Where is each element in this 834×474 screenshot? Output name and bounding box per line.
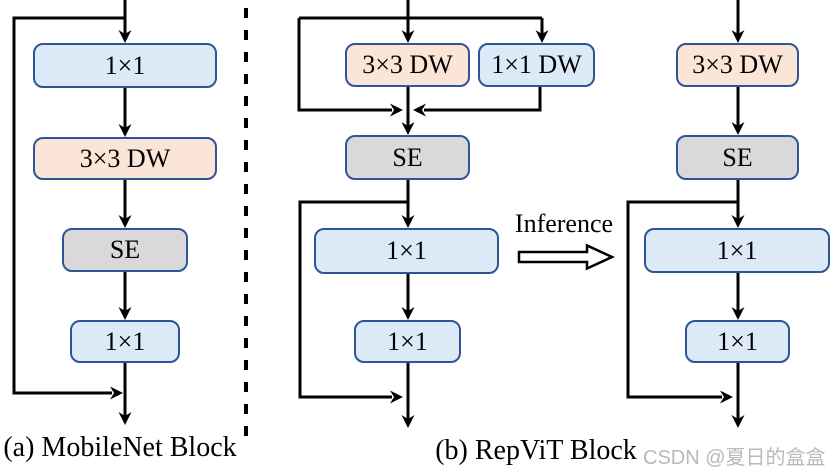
repvit-infer-flow-arrows bbox=[626, 0, 745, 428]
inference-label: Inference bbox=[514, 209, 614, 238]
caption-mobilenet-block: (a) MobileNet Block bbox=[3, 432, 237, 463]
repvit-infer-conv1x1-project-node: 1×1 bbox=[685, 320, 790, 363]
mobilenet-dw3x3-node: 3×3 DW bbox=[33, 137, 217, 180]
repvit-infer-skip-connection bbox=[626, 200, 738, 399]
repvit-infer-dw3x3-node: 3×3 DW bbox=[676, 43, 799, 87]
repvit-train-conv1x1-project-node: 1×1 bbox=[354, 320, 461, 363]
inference-arrow-icon bbox=[517, 243, 615, 271]
repvit-infer-conv1x1-expand-node: 1×1 bbox=[644, 228, 830, 273]
caption-repvit-block: (b) RepViT Block bbox=[435, 435, 637, 466]
csdn-watermark: CSDN @夏日的盒盒 bbox=[643, 447, 826, 469]
repvit-1x1dw-branch bbox=[424, 87, 542, 112]
mobilenet-conv1x1-project-node: 1×1 bbox=[70, 320, 180, 363]
mobilenet-conv1x1-expand-node: 1×1 bbox=[33, 43, 217, 88]
repvit-train-se-node: SE bbox=[345, 135, 470, 180]
repvit-train-dw3x3-node: 3×3 DW bbox=[345, 43, 470, 87]
repvit-train-dw1x1-node: 1×1 DW bbox=[478, 43, 595, 87]
mobilenet-flow-arrows bbox=[12, 0, 132, 425]
repvit-identity-branch bbox=[297, 18, 392, 112]
repvit-train-skip-connection bbox=[298, 200, 408, 399]
repvit-train-flow-arrows bbox=[297, 0, 549, 428]
repvit-train-conv1x1-expand-node: 1×1 bbox=[314, 228, 499, 274]
mobilenet-skip-connection bbox=[12, 16, 125, 395]
repvit-infer-se-node: SE bbox=[676, 135, 799, 180]
mobilenet-se-node: SE bbox=[62, 228, 188, 272]
